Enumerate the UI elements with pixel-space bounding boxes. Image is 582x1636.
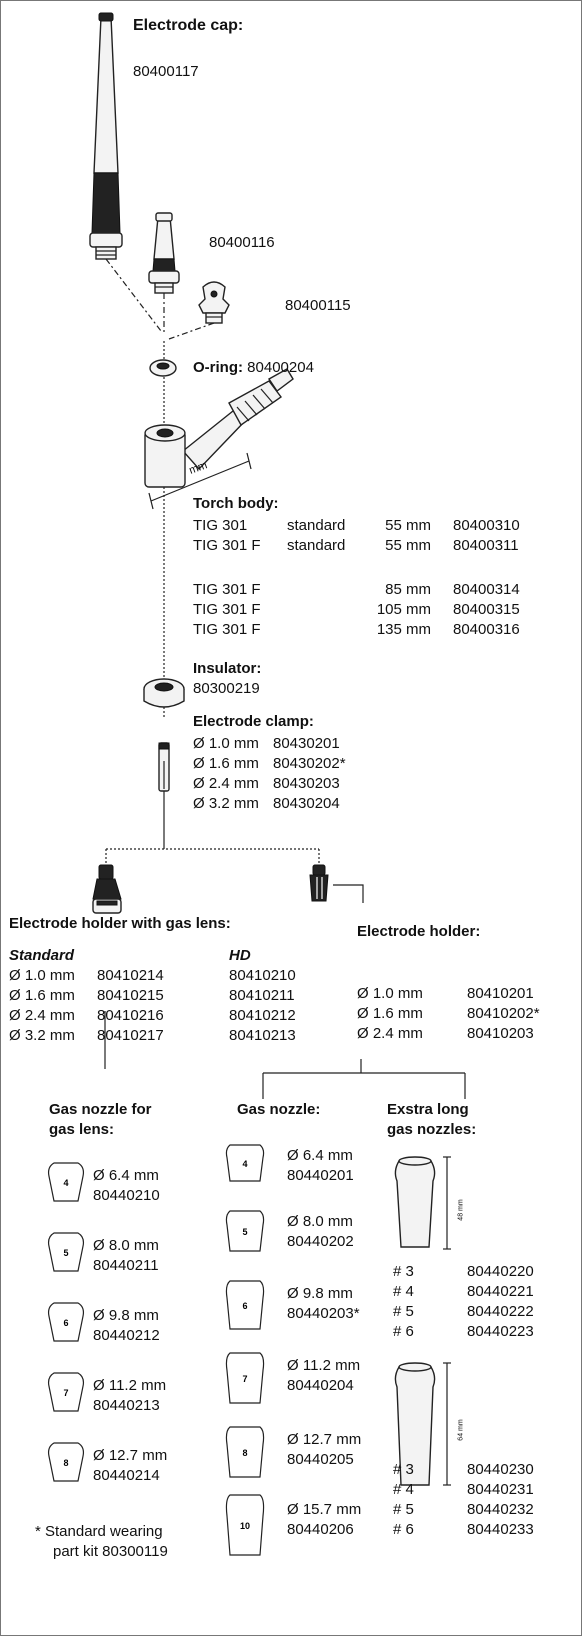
gas-nozzle-6-drawing: 6: [225, 1280, 265, 1330]
gas-lens-nozzle-5-drawing-size-label: 5: [63, 1248, 68, 1258]
gas-lens-nozzle-title-1: Gas nozzle for: [49, 1101, 152, 1118]
insulator-number: 80300219: [193, 680, 260, 697]
medium-back-cap-drawing: [148, 212, 180, 294]
gas-nozzle-5-drawing-size-label: 5: [242, 1227, 247, 1237]
gas-nozzle-8-drawing: 8: [225, 1426, 265, 1478]
electrode-clamp-title: Electrode clamp:: [193, 713, 314, 730]
gas-lens-nozzle-5-drawing: 5: [47, 1232, 85, 1272]
gas-nozzle-7-drawing: 7: [225, 1352, 265, 1404]
gas-nozzle-10-drawing-size-label: 10: [240, 1521, 250, 1531]
gas-lens-nozzle-7-drawing-size-label: 7: [63, 1388, 68, 1398]
holder-gas-lens-drawing: [92, 864, 122, 914]
long-back-cap-drawing: [89, 12, 123, 260]
footnote-line-1: * Standard wearing: [35, 1523, 163, 1540]
long-nozzle-48-drawing: [394, 1156, 451, 1250]
insulator-drawing: [143, 678, 185, 708]
long-nozzles-title-2: gas nozzles:: [387, 1121, 477, 1138]
gas-nozzle-4-drawing-size-label: 4: [242, 1159, 247, 1169]
gas-nozzle-title: Gas nozzle:: [237, 1101, 321, 1118]
gas-nozzle-8-drawing-size-label: 8: [242, 1448, 247, 1458]
long-nozzle-64-drawing: [394, 1362, 451, 1486]
hd-column-header: HD: [229, 947, 251, 964]
holder-gas-lens-title: Electrode holder with gas lens:: [9, 915, 231, 932]
gas-nozzle-6-drawing-size-label: 6: [242, 1301, 247, 1311]
standard-column-header: Standard: [9, 947, 75, 964]
electrode-clamp-drawing: [158, 742, 170, 792]
gas-nozzle-10-drawing: 10: [225, 1494, 265, 1556]
torch-body-title: Torch body:: [193, 495, 279, 512]
o-ring-drawing: [149, 359, 177, 377]
gas-lens-nozzle-title-2: gas lens:: [49, 1121, 115, 1138]
footnote-line-2: part kit 80300119: [53, 1543, 168, 1560]
part-number-80400116: 80400116: [209, 234, 275, 251]
long-nozzles-title-1: Exstra long: [387, 1101, 469, 1118]
holder-title: Electrode holder:: [357, 923, 481, 940]
insulator-title: Insulator:: [193, 660, 262, 677]
gas-lens-nozzle-8-drawing-size-label: 8: [63, 1458, 68, 1468]
gas-nozzle-5-drawing: 5: [225, 1210, 265, 1252]
gas-lens-nozzle-6-drawing: 6: [47, 1302, 85, 1342]
gas-lens-nozzle-4-drawing-size-label: 4: [63, 1178, 68, 1188]
holder-drawing: [309, 864, 329, 902]
gas-lens-nozzle-7-drawing: 7: [47, 1372, 85, 1412]
gas-lens-nozzle-4-drawing: 4: [47, 1162, 85, 1202]
gas-nozzle-7-drawing-size-label: 7: [242, 1374, 247, 1384]
long-nozzle-length-48: 48 mm: [457, 1199, 465, 1221]
torch-body-drawing: [144, 368, 294, 510]
part-number-80400115: 80400115: [285, 297, 351, 314]
electrode-cap-title: Electrode cap:: [133, 17, 244, 34]
gas-lens-nozzle-8-drawing: 8: [47, 1442, 85, 1482]
long-nozzle-length-64: 64 mm: [457, 1419, 465, 1441]
gas-nozzle-4-drawing: 4: [225, 1144, 265, 1182]
part-number-80400117: 80400117: [133, 63, 199, 80]
gas-lens-nozzle-6-drawing-size-label: 6: [63, 1318, 68, 1328]
o-ring-label: O-ring: 80400204: [193, 359, 314, 376]
short-back-cap-drawing: [198, 281, 230, 324]
